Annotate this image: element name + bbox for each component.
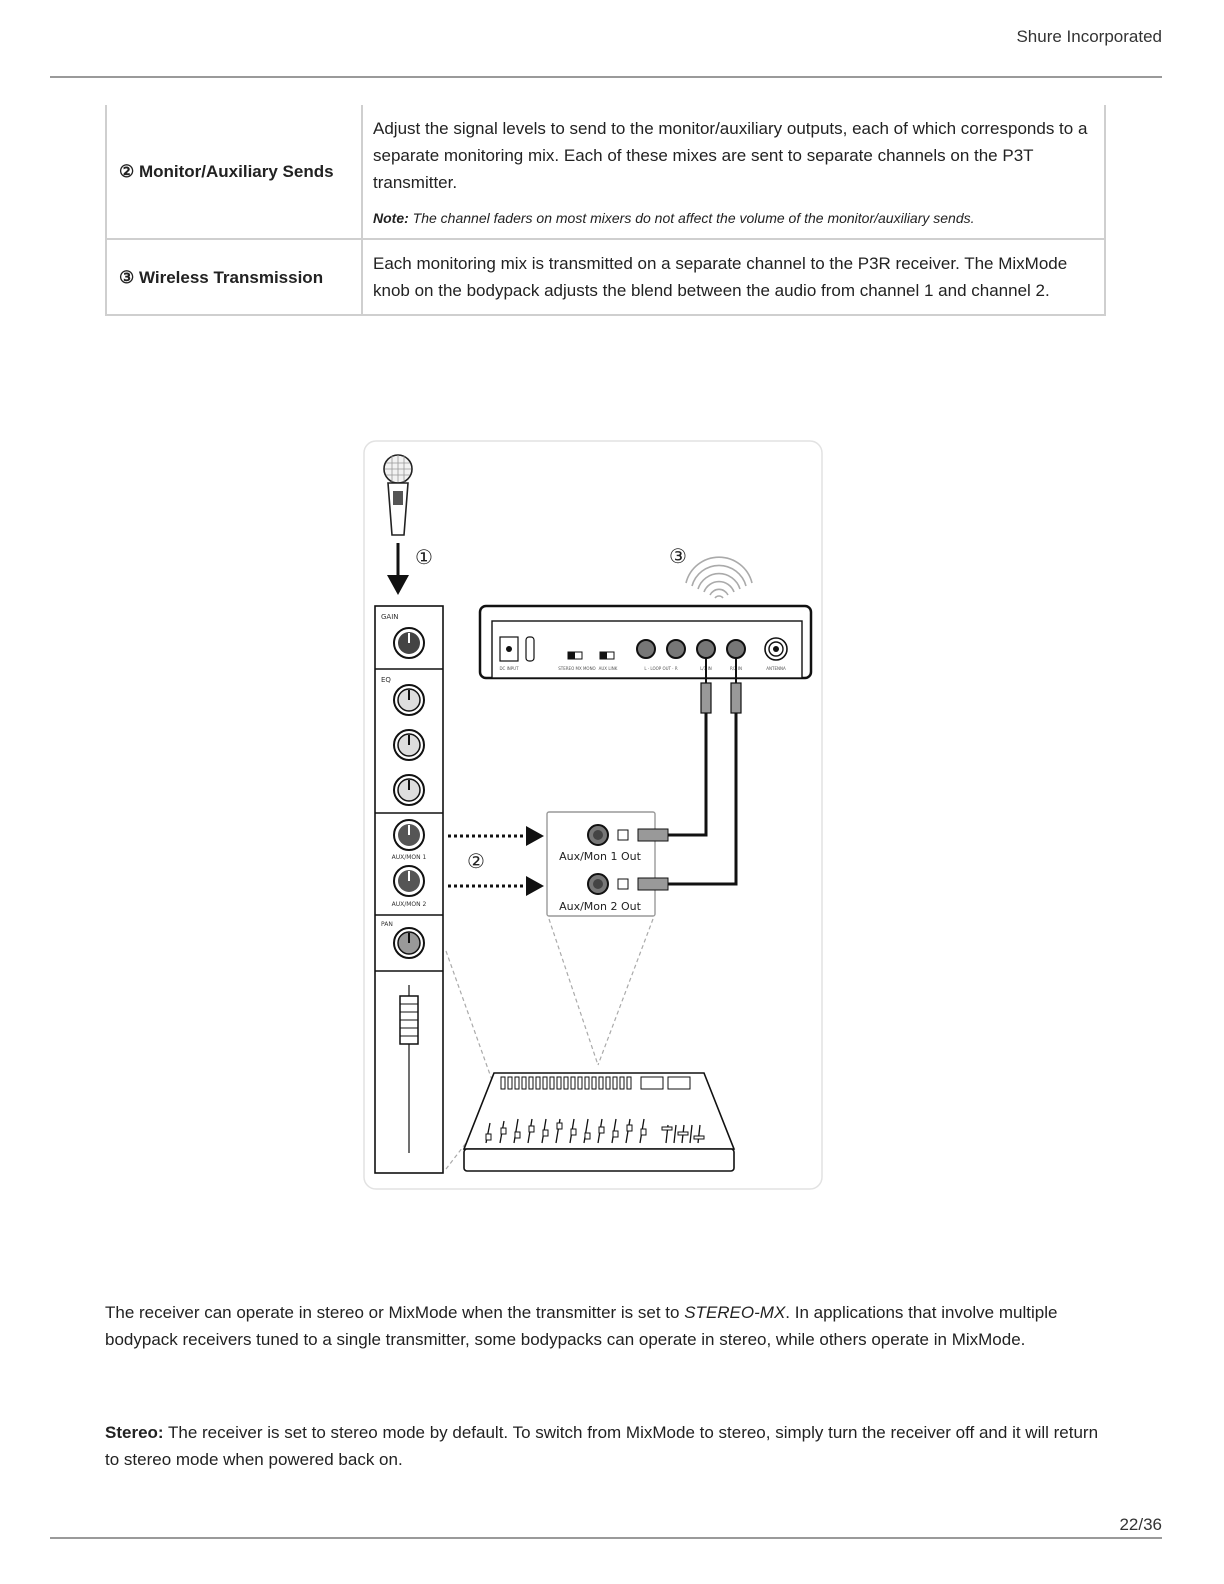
callout-2: ②: [467, 849, 485, 873]
jack-label-out2: Aux/Mon 2 Out: [559, 900, 642, 913]
channel-strip: GAIN EQ AUX/MON 1 AUX/MON 2 PAN: [374, 605, 444, 1174]
row-description: Each monitoring mix is transmitted on a …: [373, 254, 1068, 300]
channel-fader: [399, 985, 419, 1153]
strip-label-eq: EQ: [381, 676, 391, 684]
eq-knob-low: [393, 774, 425, 806]
tx-label-aux-link: AUX LINK: [599, 666, 618, 671]
tx-label-loop: L · LOOP OUT · R: [644, 666, 677, 671]
step-number: ③: [119, 267, 135, 287]
p1-text-a: The receiver can operate in stereo or Mi…: [105, 1303, 685, 1322]
p1-text-b: . In applications that involve multiple …: [105, 1303, 1058, 1349]
stereo-label: Stereo:: [105, 1423, 164, 1442]
connection-diagram: ① ③ ② DC INPUT STEREO MX MONO AUX LINK L…: [362, 425, 828, 1195]
aux-mon-1-knob: [393, 819, 425, 851]
footer-divider: [50, 1537, 1162, 1539]
row-description: Adjust the signal levels to send to the …: [373, 119, 1088, 192]
callout-3: ③: [669, 544, 687, 568]
signal-arrow-icon: [387, 543, 409, 595]
callout-1: ①: [415, 545, 433, 569]
p1-emphasis: STEREO-MX: [684, 1303, 786, 1322]
diagram-svg: ① ③ ② DC INPUT STEREO MX MONO AUX LINK L…: [363, 440, 823, 1190]
strip-label-aux2: AUX/MON 2: [392, 901, 427, 908]
table-row: ② Monitor/Auxiliary Sends Adjust the sig…: [105, 105, 1106, 240]
header-brand: Shure Incorporated: [1016, 27, 1162, 46]
aux-output-panel: Aux/Mon 1 Out Aux/Mon 2 Out: [546, 811, 669, 917]
row-label-cell: ② Monitor/Auxiliary Sends: [105, 105, 363, 240]
mode-paragraph: The receiver can operate in stereo or Mi…: [105, 1299, 1115, 1353]
audio-cables: [666, 657, 742, 886]
page-number: 22/36: [1119, 1515, 1162, 1534]
note-text: The channel faders on most mixers do not…: [412, 210, 975, 226]
mixing-console-icon: [462, 1072, 736, 1172]
steps-table: ② Monitor/Auxiliary Sends Adjust the sig…: [105, 105, 1106, 316]
strip-label-pan: PAN: [381, 921, 393, 928]
strip-label-aux1: AUX/MON 1: [392, 854, 427, 861]
eq-knob-mid: [393, 729, 425, 761]
zoom-guides: [445, 918, 654, 1170]
step-number: ②: [119, 162, 135, 181]
stereo-text: The receiver is set to stereo mode by de…: [105, 1423, 1099, 1469]
send-arrows: [448, 826, 544, 896]
tx-label-antenna: ANTENNA: [766, 666, 786, 671]
tx-label-dc: DC INPUT: [499, 666, 519, 671]
table-row: ③ Wireless Transmission Each monitoring …: [105, 238, 1106, 316]
row-desc-cell: Adjust the signal levels to send to the …: [361, 105, 1106, 240]
row-label-cell: ③ Wireless Transmission: [105, 238, 363, 316]
wireless-signal-icon: [685, 556, 753, 599]
row-desc-cell: Each monitoring mix is transmitted on a …: [361, 238, 1106, 316]
note: Note: The channel faders on most mixers …: [373, 208, 1094, 228]
strip-label-gain: GAIN: [381, 613, 399, 621]
pan-knob: [393, 927, 425, 959]
microphone-icon: [383, 454, 413, 536]
row-label: Monitor/Auxiliary Sends: [138, 162, 334, 181]
row-label: Wireless Transmission: [138, 267, 324, 287]
aux-mon-2-knob: [393, 865, 425, 897]
tx-label-stereo: STEREO MX MONO: [558, 666, 595, 671]
header-divider: [50, 76, 1162, 78]
jack-label-out1: Aux/Mon 1 Out: [559, 850, 642, 863]
transmitter-unit: DC INPUT STEREO MX MONO AUX LINK L · LOO…: [478, 604, 813, 680]
eq-knob-high: [393, 684, 425, 716]
stereo-paragraph: Stereo: The receiver is set to stereo mo…: [105, 1419, 1115, 1473]
note-label: Note:: [373, 210, 409, 226]
gain-knob: [393, 627, 425, 659]
